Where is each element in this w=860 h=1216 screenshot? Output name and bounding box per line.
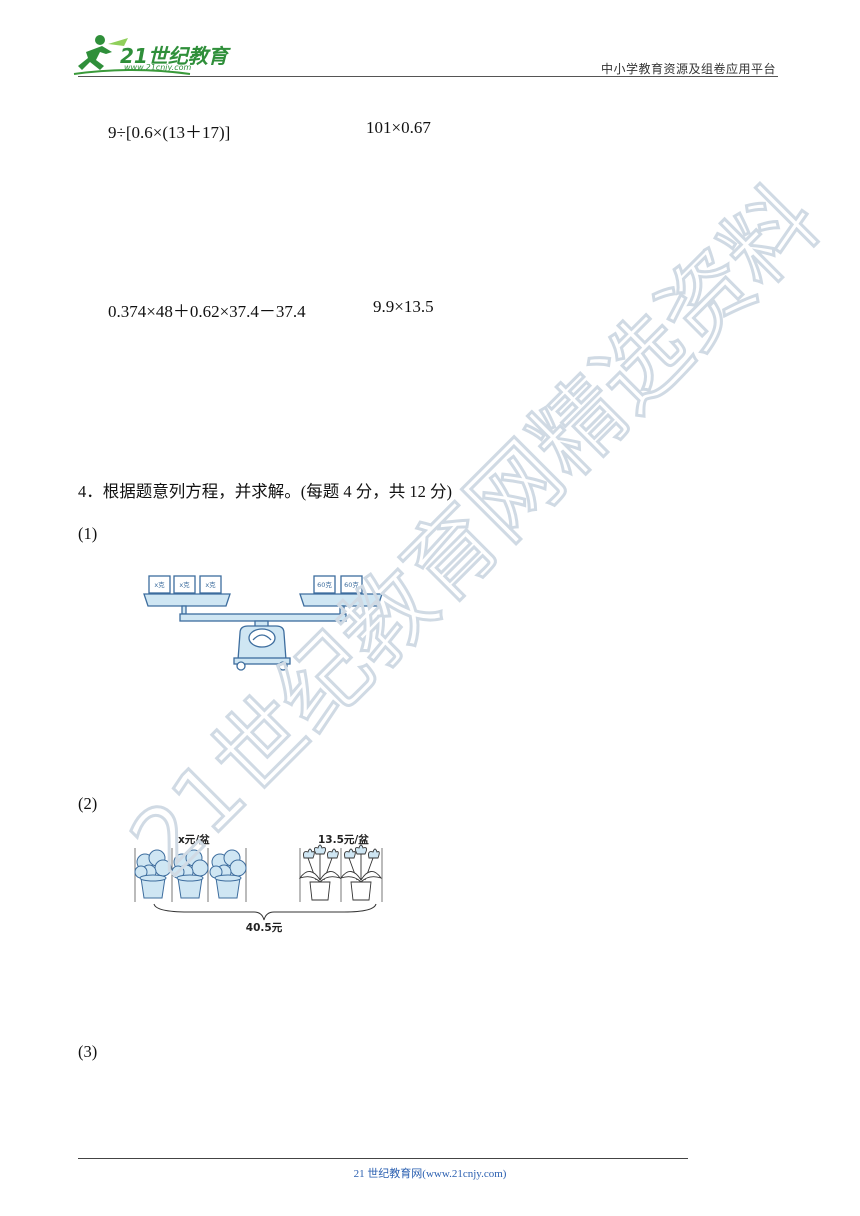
logo-text: 21世纪教育 xyxy=(120,44,228,68)
watermark-text: 21世纪教育网精选资料 xyxy=(111,168,839,896)
header-divider xyxy=(78,76,778,77)
question-4-title: 4．根据题意列方程，并求解。(每题 4 分，共 12 分) xyxy=(78,482,452,501)
runner-icon xyxy=(73,35,191,75)
site-logo: 21世纪教育 www.21cnjy.com xyxy=(72,30,252,80)
footer-link[interactable]: 21 世纪教育网(www.21cnjy.com) xyxy=(353,1168,507,1180)
part-1-label: (1) xyxy=(78,524,98,543)
part-3-label: (3) xyxy=(78,1042,98,1061)
part-2-label: (2) xyxy=(78,794,98,813)
tulip-pot-group xyxy=(298,844,383,901)
header-platform-label: 中小学教育资源及组卷应用平台 xyxy=(600,62,776,76)
exercise-4: 9.9×13.5 xyxy=(373,297,434,316)
flower-pots-figure: x元/盆 13.5元/盆 xyxy=(134,833,383,934)
left-price-label: x元/盆 xyxy=(178,833,210,846)
right-price-label: 13.5元/盆 xyxy=(318,833,369,846)
left-weight-2: x克 xyxy=(179,581,190,589)
blue-flower-pot-group xyxy=(134,849,247,899)
left-weight-1: x克 xyxy=(154,581,165,589)
exercise-3: 0.374×48＋0.62×37.4－37.4 xyxy=(108,302,306,321)
exercise-1: 9÷[0.6×(13＋17)] xyxy=(108,123,231,142)
total-brace xyxy=(153,903,377,921)
balance-scale-figure: x克 x克 x克 60克 60克 xyxy=(143,575,383,671)
right-weight-1: 60克 xyxy=(317,581,332,589)
exercise-2: 101×0.67 xyxy=(366,118,431,137)
total-price-label: 40.5元 xyxy=(246,922,283,934)
left-weight-3: x克 xyxy=(205,581,216,589)
logo-url: www.21cnjy.com xyxy=(124,63,192,72)
footer-divider xyxy=(78,1158,688,1159)
right-weight-2: 60克 xyxy=(344,581,359,589)
